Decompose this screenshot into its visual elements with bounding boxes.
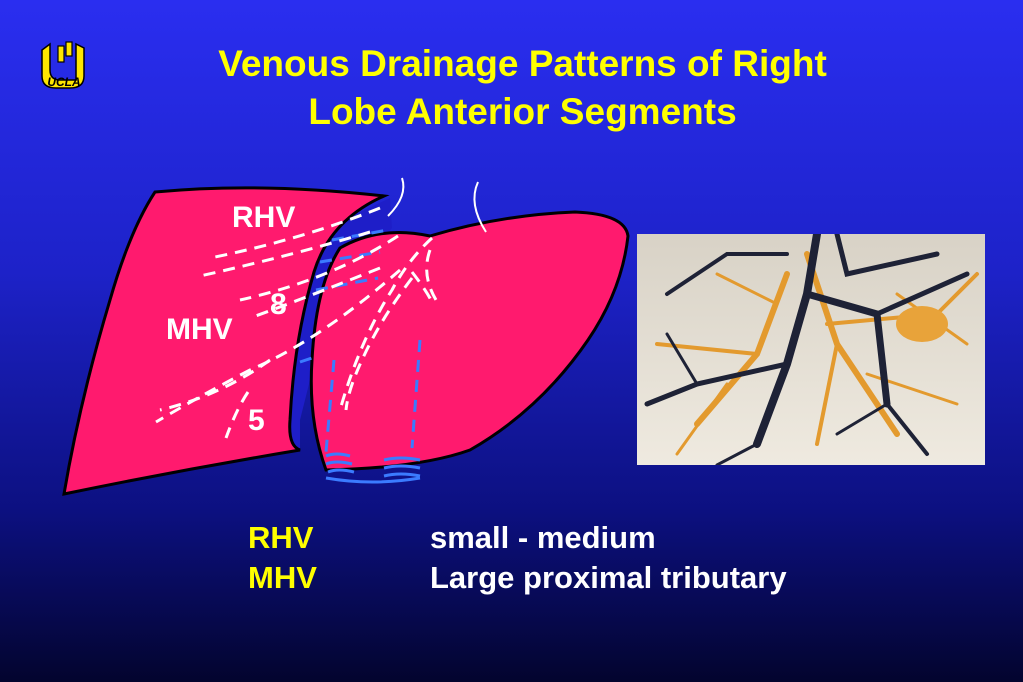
legend-key: RHV (248, 520, 314, 555)
vessel-stub-1 (387, 177, 405, 217)
legend-row-rhv: RHV small - medium (248, 518, 868, 558)
label-rhv: RHV (232, 201, 296, 234)
ivc-stripes (325, 452, 421, 484)
label-segment-8: 8 (270, 288, 287, 321)
legend-value: Large proximal tributary (430, 560, 787, 595)
ucla-logo-icon: UCLA (41, 41, 85, 89)
slide-title: Venous Drainage Patterns of Right Lobe A… (150, 40, 895, 136)
title-line-2: Lobe Anterior Segments (308, 91, 737, 132)
legend-row-mhv: MHV Large proximal tributary (248, 558, 868, 598)
legend-value: small - medium (430, 520, 656, 555)
label-mhv: MHV (166, 313, 233, 346)
ucla-logo-text: UCLA (47, 75, 80, 89)
drainage-legend: RHV small - medium MHV Large proximal tr… (248, 518, 868, 598)
liver-lobe-left (62, 186, 390, 496)
liver-lobe-right (309, 210, 630, 472)
vessel-stub-2 (473, 181, 487, 233)
corrosion-cast-photo (637, 234, 985, 465)
label-segment-5: 5 (248, 404, 265, 437)
title-line-1: Venous Drainage Patterns of Right (218, 43, 827, 84)
legend-key: MHV (248, 560, 317, 595)
white-dashed-veins (155, 206, 442, 439)
